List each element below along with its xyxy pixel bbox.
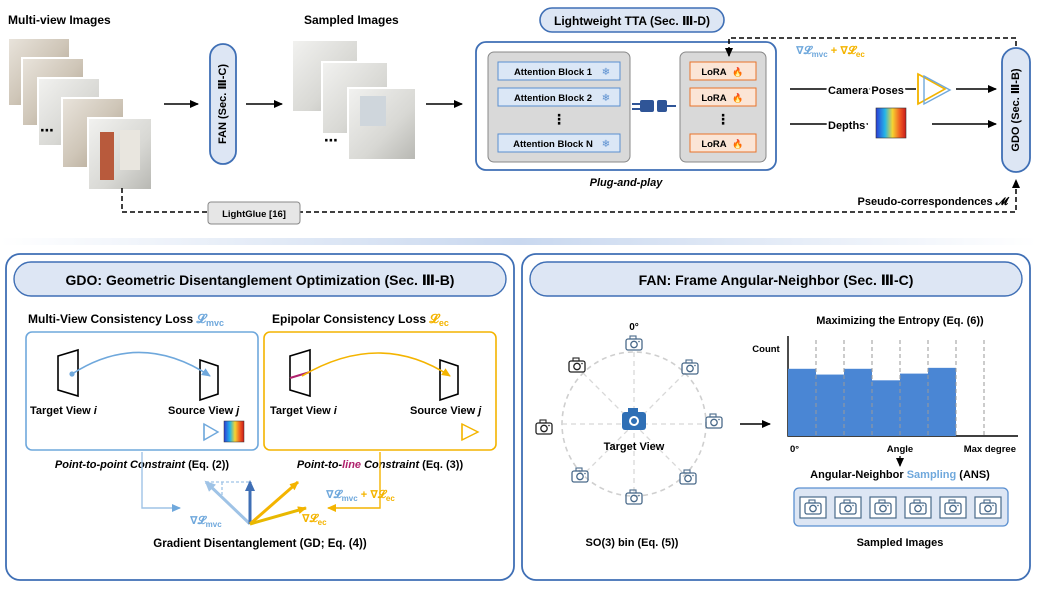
gd-label: Gradient Disentanglement (GD; Eq. (4))	[153, 538, 367, 550]
lightglue-label: LightGlue [16]	[222, 209, 286, 220]
mvc-source-frame	[199, 358, 219, 402]
grad-ec-label: ∇𝓛ec	[302, 512, 327, 527]
ec-title: Epipolar Consistency Loss 𝓛ec	[272, 311, 449, 328]
plug-and-play-label: Plug-and-play	[590, 177, 664, 189]
camera-pose-icon	[917, 72, 952, 106]
histogram-bar-6	[928, 367, 956, 436]
sampled-cameras-row	[799, 496, 1002, 519]
ec-flow-line	[327, 452, 381, 512]
fire-icon: 🔥	[732, 66, 743, 77]
zero-degree-label: 0°	[629, 322, 639, 333]
ec-source-frame	[439, 358, 459, 402]
sampled-camera-icon	[974, 496, 1002, 519]
ec-box	[263, 331, 497, 451]
fire-icon: 🔥	[732, 92, 743, 103]
tta-title-pill	[539, 7, 725, 33]
histogram-bar-2	[816, 374, 844, 436]
mvc-correspondence-arc	[71, 351, 211, 377]
target-view-label: Target View	[604, 441, 665, 453]
lora-block-1: LoRA 🔥	[689, 61, 757, 81]
svg-text:Attention Block N: Attention Block N	[513, 139, 593, 150]
fan-panel-title: FAN: Frame Angular-Neighbor (Sec. Ⅲ-C)	[639, 272, 914, 288]
sampled-camera-icon	[904, 496, 932, 519]
ans-label: Angular-Neighbor Sampling (ANS)	[810, 469, 990, 481]
chart-xlabel: Angle	[887, 444, 913, 455]
depth-map-icon	[875, 107, 907, 139]
histogram-bar-5	[900, 373, 928, 436]
grad-mvc-label: ∇𝓛mvc	[190, 514, 222, 529]
multiview-dots: ⋯	[40, 122, 54, 138]
fan-capsule-label: FAN (Sec. Ⅲ-C)	[217, 64, 229, 144]
gdo-panel-title-bar	[13, 261, 507, 297]
sampled-dots: ⋯	[324, 132, 338, 148]
histogram-bar-1	[788, 368, 816, 436]
target-camera-icon	[622, 408, 646, 430]
histogram-bar-4	[872, 380, 900, 436]
snowflake-icon: ❄	[602, 139, 610, 150]
entropy-title: Maximizing the Entropy (Eq. (6))	[816, 315, 984, 327]
pseudo-correspondences-label: Pseudo-correspondences 𝓜	[858, 196, 1010, 208]
multiview-image-stack	[7, 37, 153, 191]
ec-target-frame	[289, 348, 311, 398]
p2l-constraint-label: Point-to-line Constraint (Eq. (3))	[297, 459, 464, 471]
ec-correspondence-arc	[301, 352, 451, 377]
svg-text:LoRA: LoRA	[701, 93, 726, 104]
chart-ylabel: Count	[752, 344, 780, 355]
plug-icon	[632, 100, 676, 112]
mvc-pose-depth-icon	[203, 420, 245, 443]
so3-bin-label: SO(3) bin (Eq. (5))	[586, 537, 679, 549]
camera-poses-label: Camera Poses	[828, 85, 904, 97]
fire-icon: 🔥	[732, 138, 743, 149]
chart-x-start-tick: 0°	[790, 444, 799, 455]
tta-title: Lightweight TTA (Sec. Ⅲ-D)	[554, 14, 710, 28]
svg-text:LoRA: LoRA	[701, 67, 726, 78]
lightglue-box	[207, 201, 301, 225]
sampled-camera-icon	[799, 496, 827, 519]
fan-capsule	[209, 43, 237, 165]
mvc-flow-line	[141, 452, 181, 512]
attention-block-2: Attention Block 2 ❄	[497, 87, 621, 107]
snowflake-icon: ❄	[602, 93, 610, 104]
sampled-camera-icon	[939, 496, 967, 519]
sampled-camera-icon	[869, 496, 897, 519]
multiview-label: Multi-view Images	[8, 13, 111, 27]
chart-x-end-tick: Max degree	[964, 444, 1016, 455]
ec-pose-icon	[461, 422, 480, 442]
attention-block-n: Attention Block N ❄	[497, 133, 621, 153]
mvc-title: Multi-View Consistency Loss 𝓛mvc	[28, 311, 224, 328]
lora-block-2: LoRA 🔥	[689, 87, 757, 107]
section-separator	[0, 238, 1037, 245]
depths-label: Depths	[828, 120, 865, 132]
mvc-source-label: Source View j	[168, 405, 240, 417]
sampled-images-label: Sampled Images	[857, 537, 944, 549]
mvc-target-frame	[57, 348, 79, 398]
p2p-constraint-label: Point-to-point Constraint (Eq. (2))	[55, 459, 229, 471]
fan-panel-title-bar	[529, 261, 1023, 297]
grad-feedback-label: ∇𝓛mvc + ∇𝓛ec	[796, 44, 865, 59]
svg-text:Attention Block 2: Attention Block 2	[514, 93, 592, 104]
lora-block-n: LoRA 🔥	[689, 133, 757, 153]
gdo-capsule-label: GDO (Sec. Ⅲ-B)	[1010, 68, 1022, 151]
lora-vdots: ⋮	[716, 111, 730, 127]
attention-block-1: Attention Block 1 ❄	[497, 61, 621, 81]
svg-text:Attention Block 1: Attention Block 1	[514, 67, 593, 78]
sampled-label: Sampled Images	[304, 13, 399, 27]
svg-text:LoRA: LoRA	[701, 139, 726, 150]
attention-vdots: ⋮	[552, 111, 566, 127]
mvc-target-label: Target View i	[30, 405, 98, 417]
gradient-vectors	[204, 480, 307, 526]
histogram-bar-3	[844, 368, 872, 436]
ec-source-label: Source View j	[410, 405, 482, 417]
lightglue-path	[121, 179, 1020, 213]
histogram-chart	[787, 336, 1018, 437]
sampled-image-stack	[291, 39, 417, 161]
gdo-capsule	[1001, 47, 1031, 173]
sampled-camera-icon	[834, 496, 862, 519]
ec-target-label: Target View i	[270, 405, 338, 417]
gdo-panel-title: GDO: Geometric Disentanglement Optimizat…	[66, 272, 455, 288]
grad-sum-label: ∇𝓛mvc + ∇𝓛ec	[326, 488, 395, 503]
snowflake-icon: ❄	[602, 67, 610, 78]
